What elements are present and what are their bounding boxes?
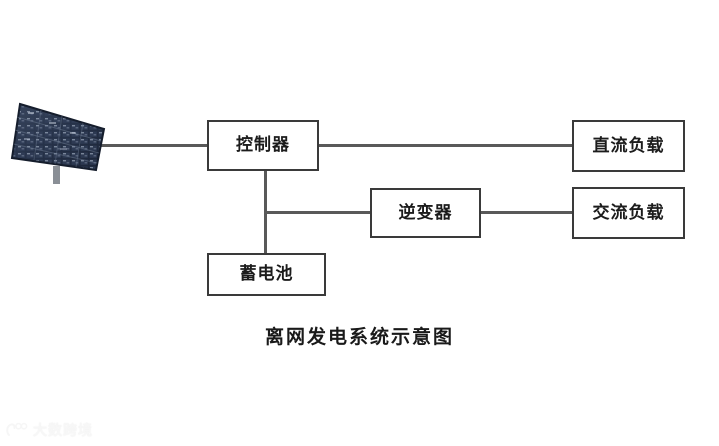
- node-inverter-label: 逆变器: [398, 202, 453, 223]
- wire-panel-to-controller: [100, 144, 209, 147]
- node-ac-load: 交流负载: [572, 187, 685, 239]
- node-battery: 蓄电池: [207, 253, 326, 296]
- wire-inverter-to-ac-load: [479, 211, 574, 214]
- node-ac-load-label: 交流负载: [592, 202, 665, 223]
- diagram-caption: 离网发电系统示意图: [264, 326, 454, 348]
- node-dc-load: 直流负载: [572, 120, 685, 172]
- solar-panel-icon: [8, 96, 116, 188]
- wire-controller-to-inverter: [264, 211, 372, 214]
- node-inverter: 逆变器: [370, 188, 481, 238]
- node-battery-label: 蓄电池: [239, 264, 294, 284]
- node-controller-label: 控制器: [236, 135, 290, 155]
- wire-controller-to-dc-load: [317, 144, 574, 147]
- watermark-text: 大数跨境: [33, 423, 93, 439]
- node-controller: 控制器: [207, 120, 319, 171]
- watermark-logo-icon: [6, 422, 28, 438]
- node-dc-load-label: 直流负载: [592, 135, 665, 156]
- watermark: 大数跨境: [6, 420, 93, 440]
